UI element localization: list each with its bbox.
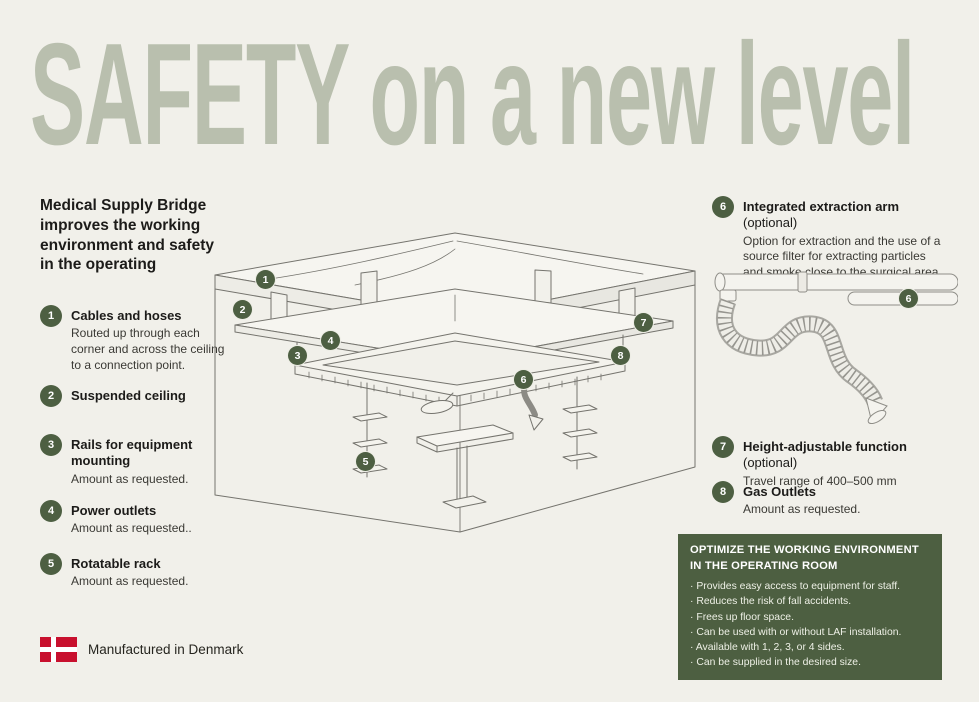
diagram-callout-2: 2	[232, 299, 253, 320]
danish-flag-icon	[40, 637, 77, 662]
feature-item-height-adjustable: 7 Height-adjustable function (optional) …	[712, 436, 944, 489]
feature-title-suffix: (optional)	[743, 215, 798, 231]
manufactured-text: Manufactured in Denmark	[88, 642, 244, 657]
feature-desc: Amount as requested.	[743, 502, 861, 517]
diagram-callout-7: 7	[633, 312, 654, 333]
feature-item-power-outlets: 4 Power outlets Amount as requested..	[40, 500, 232, 537]
feature-title: Height-adjustable function (optional)	[743, 439, 944, 472]
feature-desc: Travel range of 400–500 mm	[743, 473, 897, 488]
diagram-callout-4: 4	[320, 330, 341, 351]
optimize-bullet: · Can be supplied in the desired size.	[690, 656, 861, 668]
number-badge: 2	[40, 385, 62, 407]
feature-title-text: Gas Outlets	[743, 484, 816, 499]
feature-title-text: Height-adjustable function	[743, 439, 907, 454]
feature-title: Suspended ceiling	[71, 388, 186, 403]
arm-callout-6: 6	[898, 288, 919, 309]
number-badge: 3	[40, 434, 62, 456]
flag-cross-horizontal	[40, 647, 77, 652]
room-diagram: 1 2 3 4 5 6 7 8	[205, 225, 705, 540]
extraction-arm-drawing	[714, 271, 958, 425]
feature-desc: Amount as requested.	[71, 471, 189, 486]
diagram-callout-8: 8	[610, 345, 631, 366]
optimize-bullet: · Can be used with or without LAF instal…	[690, 626, 902, 638]
optimize-heading: OPTIMIZE THE WORKING ENVIRONMENT IN THE …	[690, 544, 919, 572]
feature-title-suffix: (optional)	[743, 455, 798, 471]
diagram-callout-1: 1	[255, 269, 276, 290]
number-badge: 7	[712, 436, 734, 458]
operating-room-drawing	[214, 232, 696, 533]
number-badge: 8	[712, 481, 734, 503]
feature-item-rails: 3 Rails for equipment mounting Amount as…	[40, 434, 232, 487]
feature-desc: Amount as requested..	[71, 521, 192, 536]
number-badge: 6	[712, 196, 734, 218]
feature-title: Cables and hoses	[71, 308, 182, 323]
extraction-arm-figure: 6	[700, 258, 958, 430]
feature-title-text: Integrated extraction arm	[743, 199, 900, 214]
feature-item-gas-outlets: 8 Gas Outlets Amount as requested.	[712, 481, 944, 518]
optimize-bullet-list: · Provides easy access to equipment for …	[690, 579, 930, 669]
number-badge: 1	[40, 305, 62, 327]
diagram-callout-5: 5	[355, 451, 376, 472]
diagram-callout-6: 6	[513, 369, 534, 390]
optimize-bullet: · Frees up floor space.	[690, 611, 794, 623]
feature-title: Rails for equipment mounting	[71, 437, 193, 469]
number-badge: 4	[40, 500, 62, 522]
feature-desc: Routed up through each corner and across…	[71, 326, 225, 373]
feature-title: Gas Outlets	[743, 484, 860, 500]
page-title: SAFETY on a new level	[30, 13, 915, 175]
feature-title: Rotatable rack	[71, 556, 161, 571]
number-badge: 5	[40, 553, 62, 575]
feature-item-rotatable-rack: 5 Rotatable rack Amount as requested.	[40, 553, 232, 590]
optimize-bullet: · Reduces the risk of fall accidents.	[690, 596, 852, 608]
optimize-bullet: · Provides easy access to equipment for …	[690, 581, 901, 593]
optimize-box: OPTIMIZE THE WORKING ENVIRONMENT IN THE …	[678, 534, 942, 680]
feature-title: Integrated extraction arm (optional)	[743, 199, 944, 232]
feature-desc: Amount as requested.	[71, 574, 189, 589]
optimize-bullet: · Available with 1, 2, 3, or 4 sides.	[690, 641, 845, 653]
diagram-callout-3: 3	[287, 345, 308, 366]
intro-heading: Medical Supply Bridge improves the worki…	[40, 197, 214, 274]
feature-item-cables: 1 Cables and hoses Routed up through eac…	[40, 305, 232, 374]
feature-item-suspended-ceiling: 2 Suspended ceiling	[40, 385, 232, 408]
feature-title: Power outlets	[71, 503, 157, 518]
